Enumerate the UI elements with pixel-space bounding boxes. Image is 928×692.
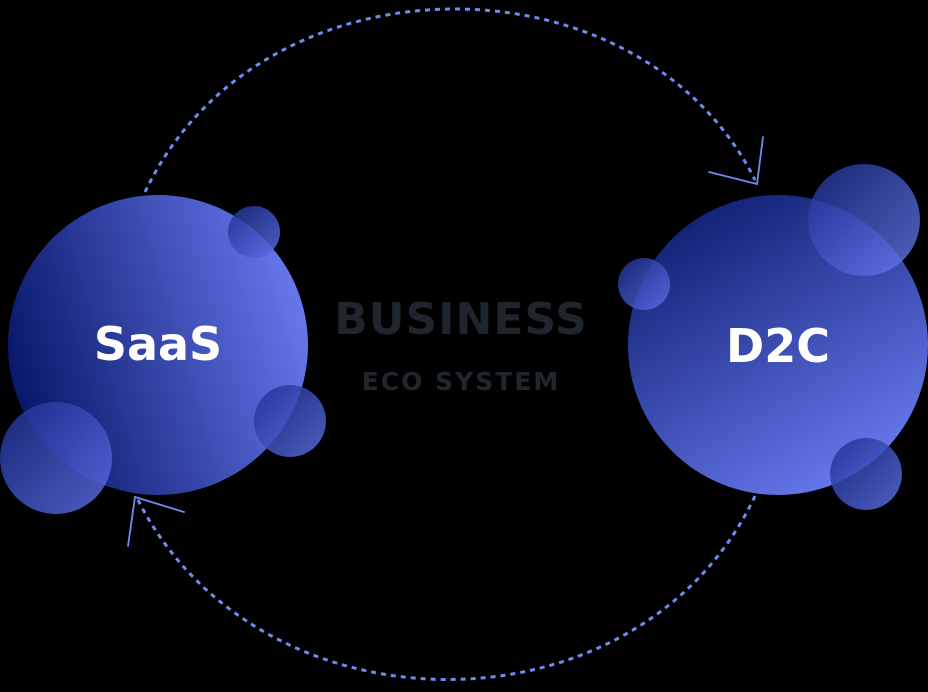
- center-title: BUSINESS: [334, 294, 588, 345]
- saas-bubble-right: [254, 385, 326, 457]
- cycle-arc-top: [143, 7, 757, 193]
- node-saas: SaaS: [0, 195, 326, 514]
- node-d2c: D2C: [618, 164, 928, 510]
- arrowhead-left-icon: [127, 496, 185, 547]
- center-subtitle: ECO SYSTEM: [362, 367, 561, 396]
- d2c-bubble-bottom-right: [830, 438, 902, 510]
- arrowhead-right-icon: [708, 136, 764, 185]
- d2c-bubble-top-right: [808, 164, 920, 276]
- saas-bubble-bottom-left: [0, 402, 112, 514]
- saas-bubble-top: [228, 206, 280, 258]
- cycle-arc-bottom: [136, 495, 757, 681]
- node-label-d2c: D2C: [726, 319, 830, 373]
- d2c-bubble-left: [618, 258, 670, 310]
- node-label-saas: SaaS: [94, 317, 222, 371]
